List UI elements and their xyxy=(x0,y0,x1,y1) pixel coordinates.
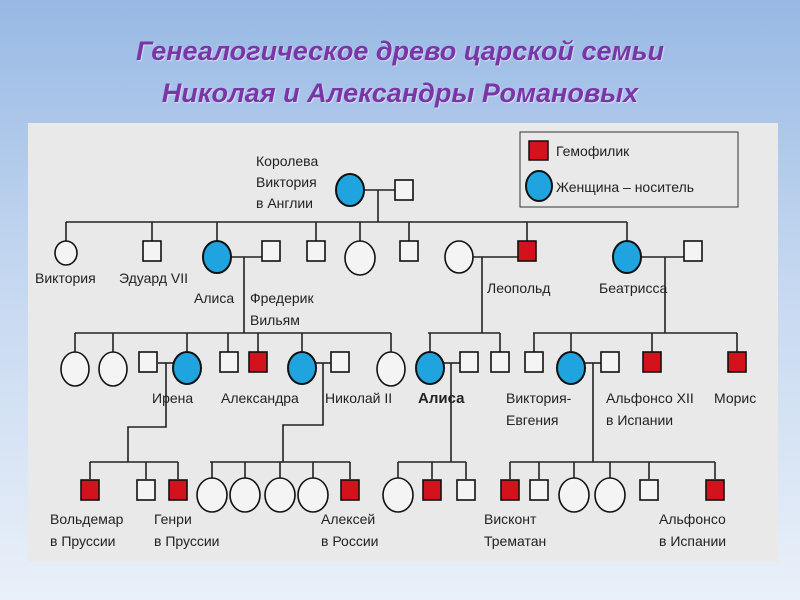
slide-title: Генеалогическое древо царской семьи Нико… xyxy=(0,30,800,114)
male-icon xyxy=(459,351,479,373)
male-icon xyxy=(456,479,476,501)
legend: Гемофилик Женщина – носитель xyxy=(519,131,739,208)
connection-lines xyxy=(65,189,738,479)
label-alfonso-xii: в Испании xyxy=(606,412,673,428)
label-alfonso: Альфонсо xyxy=(659,511,726,527)
male-icon xyxy=(600,351,620,373)
carrier-female-icon xyxy=(415,351,445,385)
hemophiliac-male-icon xyxy=(168,479,188,501)
label-alexei: в России xyxy=(321,533,378,549)
male-icon xyxy=(683,240,703,262)
label-edward: Эдуард VII xyxy=(119,270,188,286)
label-alexandra: Александра xyxy=(221,390,299,406)
label-alice: Алиса xyxy=(194,290,234,306)
female-icon xyxy=(594,477,626,513)
label-beatrice: Беатрисса xyxy=(599,280,667,296)
carrier-female-icon xyxy=(612,240,642,274)
label-alexei: Алексей xyxy=(321,511,375,527)
label-irene: Ирена xyxy=(152,390,193,406)
female-icon xyxy=(196,477,228,513)
female-icon xyxy=(229,477,261,513)
label-leopold: Леопольд xyxy=(487,280,550,296)
female-icon xyxy=(558,477,590,513)
label-victoria-eugenie: Евгения xyxy=(506,412,559,428)
female-icon xyxy=(60,351,90,387)
male-icon xyxy=(142,240,162,262)
hemophiliac-male-icon xyxy=(705,479,725,501)
label-waldemar: Вольдемар xyxy=(50,511,124,527)
male-icon xyxy=(330,351,350,373)
title-line-1: Генеалогическое древо царской семьи xyxy=(135,36,665,66)
label-viscount: Трематан xyxy=(484,533,546,549)
labels: Королева Виктория в Англии Виктория Эдуа… xyxy=(35,153,756,549)
legend-box xyxy=(519,131,739,208)
label-victoria-eugenie: Виктория- xyxy=(506,390,572,406)
carrier-female-icon xyxy=(202,240,232,274)
hemophiliac-swatch-icon xyxy=(528,140,549,161)
male-icon xyxy=(394,179,414,201)
female-icon xyxy=(344,240,376,276)
hemophiliac-male-icon xyxy=(727,351,747,373)
hemophiliac-male-icon xyxy=(642,351,662,373)
connection-line xyxy=(127,363,167,462)
label-henry: в Пруссии xyxy=(154,533,220,549)
male-icon xyxy=(639,479,659,501)
male-icon xyxy=(219,351,239,373)
female-icon xyxy=(297,477,329,513)
male-icon xyxy=(529,479,549,501)
hemophiliac-male-icon xyxy=(80,479,100,501)
connection-line xyxy=(282,363,324,462)
label-alfonso-xii: Альфонсо XII xyxy=(606,390,694,406)
female-icon xyxy=(54,240,78,266)
female-icon xyxy=(444,240,474,274)
carrier-female-icon xyxy=(172,351,202,385)
hemophiliac-male-icon xyxy=(517,240,537,262)
legend-hemophiliac: Гемофилик xyxy=(556,143,630,159)
female-icon xyxy=(382,477,414,513)
male-icon xyxy=(261,240,281,262)
male-icon xyxy=(306,240,326,262)
carrier-female-icon xyxy=(287,351,317,385)
hemophiliac-male-icon xyxy=(422,479,442,501)
label-maurice: Морис xyxy=(714,390,756,406)
label-alice-hesse: Алиса xyxy=(418,390,465,407)
label-frederick: Фредерик xyxy=(250,290,314,306)
person-symbols xyxy=(54,173,747,513)
label-queen: Королева xyxy=(256,153,318,169)
male-icon xyxy=(524,351,544,373)
label-waldemar: в Пруссии xyxy=(50,533,116,549)
label-henry: Генри xyxy=(154,511,192,527)
female-icon xyxy=(264,477,296,513)
male-icon xyxy=(136,479,156,501)
label-frederick: Вильям xyxy=(250,312,300,328)
carrier-swatch-icon xyxy=(525,170,553,202)
carrier-female-icon xyxy=(335,173,365,207)
legend-carrier: Женщина – носитель xyxy=(556,179,694,195)
female-icon xyxy=(98,351,128,387)
label-nicholas: Николай II xyxy=(325,390,392,406)
title-line-2: Николая и Александры Романовых xyxy=(161,78,639,108)
male-icon xyxy=(138,351,158,373)
male-icon xyxy=(399,240,419,262)
hemophiliac-male-icon xyxy=(340,479,360,501)
hemophiliac-male-icon xyxy=(500,479,520,501)
label-viscount: Висконт xyxy=(484,511,537,527)
label-alfonso: в Испании xyxy=(659,533,726,549)
label-queen: Виктория xyxy=(256,174,317,190)
label-queen: в Англии xyxy=(256,195,313,211)
male-icon xyxy=(490,351,510,373)
label-victoria: Виктория xyxy=(35,270,96,286)
carrier-female-icon xyxy=(556,351,586,385)
female-icon xyxy=(376,351,406,387)
hemophiliac-male-icon xyxy=(248,351,268,373)
